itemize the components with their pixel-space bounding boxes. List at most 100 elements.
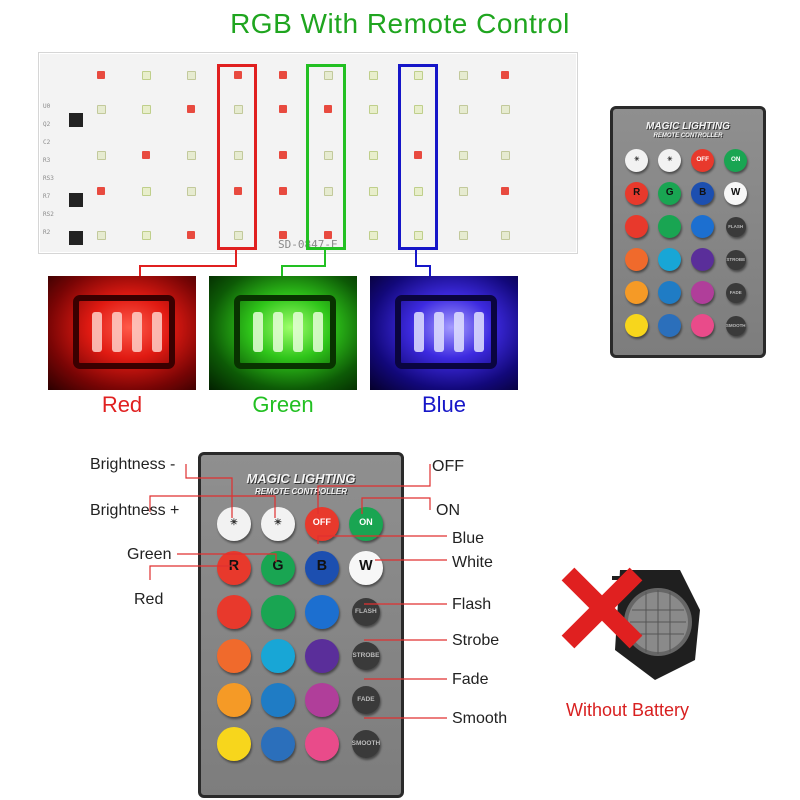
pcb-led: [142, 187, 151, 196]
color-preset-button[interactable]: [305, 683, 339, 717]
pcb-led: [279, 105, 287, 113]
color-preset-button[interactable]: [691, 314, 715, 338]
mode-button-strobe[interactable]: STROBE: [725, 249, 746, 270]
color-preset-button[interactable]: [217, 639, 251, 673]
pcb-led: [187, 151, 196, 160]
caption-green: Green: [252, 392, 314, 417]
off-button[interactable]: OFF: [691, 149, 715, 173]
color-preset-button[interactable]: [217, 595, 251, 629]
small-remote: MAGIC LIGHTING REMOTE CONTROLLER ☀ ☀ OFF ON…: [610, 106, 766, 358]
mode-button-label: FADE: [729, 289, 742, 295]
callout-lines: [149, 464, 447, 719]
mode-button-flash[interactable]: FLASH: [725, 216, 746, 237]
pcb-led: [369, 151, 378, 160]
pcb-led: [414, 71, 423, 80]
sun-icon: ☀: [633, 156, 640, 164]
color-button-r[interactable]: R: [625, 182, 649, 206]
color-preset-button[interactable]: [217, 727, 251, 761]
blue-column-highlight: [398, 64, 438, 250]
label-fade: Fade: [452, 671, 489, 688]
color-preset-button[interactable]: [658, 248, 682, 272]
mode-button-fade[interactable]: FADE: [725, 282, 746, 303]
color-preset-button[interactable]: [217, 683, 251, 717]
pcb-led: [324, 151, 333, 160]
pcb-led: [414, 105, 423, 114]
color-button-label: G: [665, 187, 674, 199]
pcb-led: [97, 187, 105, 195]
pcb-silkscreen-label: U0: [43, 103, 51, 110]
mode-button-fade[interactable]: FADE: [351, 685, 381, 715]
label-smooth: Smooth: [452, 710, 508, 727]
pcb-led: [414, 187, 423, 196]
on-button[interactable]: ON: [724, 149, 748, 173]
color-preset-button[interactable]: [658, 215, 682, 239]
brightness-up-button[interactable]: ☀: [217, 507, 251, 541]
color-preset-button[interactable]: [305, 639, 339, 673]
pcb-led: [142, 71, 151, 80]
color-preset-button[interactable]: [625, 281, 649, 305]
pcb-silkscreen-label: R3: [43, 157, 51, 164]
pcb-led: [279, 231, 287, 239]
mode-button-strobe[interactable]: STROBE: [351, 641, 381, 671]
color-button-b[interactable]: B: [691, 182, 715, 206]
color-preset-button[interactable]: [625, 248, 649, 272]
pcb-chip: [69, 113, 83, 127]
big-remote-brand: MAGIC LIGHTING: [246, 471, 356, 486]
off-button[interactable]: OFF: [305, 507, 339, 541]
color-button-label: R: [228, 558, 240, 575]
brightness-up-button[interactable]: ☀: [625, 149, 649, 173]
mode-button-label: STROBE: [726, 256, 746, 262]
color-preset-button[interactable]: [305, 595, 339, 629]
small-remote-sub: REMOTE CONTROLLER: [653, 133, 723, 139]
small-remote-brand: MAGIC LIGHTING: [646, 121, 730, 132]
pcb-led: [234, 187, 242, 195]
color-preset-button[interactable]: [305, 727, 339, 761]
color-button-g[interactable]: G: [261, 551, 295, 585]
color-preset-button[interactable]: [658, 281, 682, 305]
pcb-led: [459, 151, 468, 160]
color-button-w[interactable]: W: [349, 551, 383, 585]
pcb-led: [501, 71, 509, 79]
brightness-down-button[interactable]: ☀: [261, 507, 295, 541]
pcb-led: [369, 105, 378, 114]
pcb-led: [97, 231, 106, 240]
color-preset-button[interactable]: [691, 215, 715, 239]
color-preset-button[interactable]: [658, 314, 682, 338]
pcb-led: [234, 151, 243, 160]
color-preset-button[interactable]: [261, 727, 295, 761]
label-off: OFF: [432, 458, 464, 475]
brightness-down-button[interactable]: ☀: [658, 149, 682, 173]
pcb-led: [142, 231, 151, 240]
mode-button-flash[interactable]: FLASH: [351, 597, 381, 627]
color-preset-button[interactable]: [625, 314, 649, 338]
mode-button-label: FLASH: [355, 607, 377, 615]
pcb-led: [459, 105, 468, 114]
color-preset-button[interactable]: [691, 281, 715, 305]
without-battery-note: Without Battery: [566, 700, 690, 720]
color-button-r[interactable]: R: [217, 551, 251, 585]
sun-icon: ☀: [666, 156, 673, 164]
color-button-g[interactable]: G: [658, 182, 682, 206]
mode-button-smooth[interactable]: SMOOTH: [725, 315, 746, 336]
color-button-b[interactable]: B: [305, 551, 339, 585]
power-label: OFF: [312, 517, 331, 528]
label-on: ON: [436, 502, 460, 519]
color-preset-button[interactable]: [691, 248, 715, 272]
mode-button-smooth[interactable]: SMOOTH: [351, 729, 381, 759]
pcb-led: [187, 105, 195, 113]
on-button[interactable]: ON: [349, 507, 383, 541]
pcb-led: [97, 71, 105, 79]
battery-slot-illustration: [612, 570, 700, 680]
power-label: ON: [730, 156, 741, 164]
color-preset-button[interactable]: [261, 639, 295, 673]
color-preset-button[interactable]: [261, 683, 295, 717]
color-button-w[interactable]: W: [724, 182, 748, 206]
color-button-label: G: [272, 558, 284, 575]
color-preset-button[interactable]: [261, 595, 295, 629]
pcb-silkscreen-label: RS3: [43, 175, 54, 182]
label-white: White: [452, 554, 493, 571]
color-preset-button[interactable]: [625, 215, 649, 239]
blue-light-photo: [370, 276, 518, 390]
caption-blue: Blue: [421, 392, 467, 417]
